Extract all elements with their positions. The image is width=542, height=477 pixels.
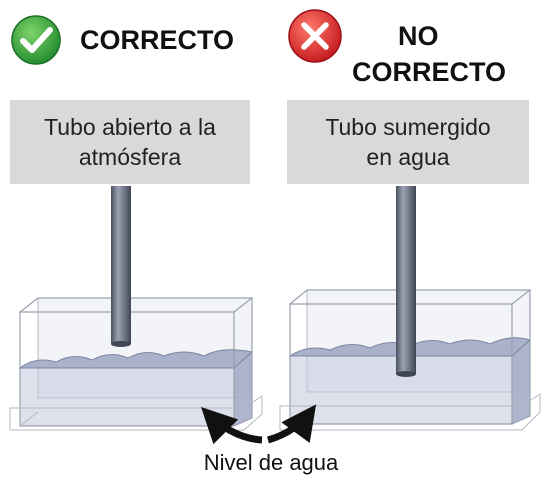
water-level-label: Nivel de agua [203, 450, 339, 475]
open-tube [111, 186, 131, 344]
submerged-tube [396, 186, 416, 374]
correct-status: CORRECTO [10, 14, 234, 66]
x-circle-icon [288, 9, 342, 63]
correct-label: CORRECTO [80, 25, 235, 55]
incorrect-caption: Tubo sumergido en agua [287, 100, 529, 184]
incorrect-label-line1: NO [398, 21, 439, 51]
correct-caption: Tubo abierto a la atmósfera [10, 100, 250, 184]
left-water-surface [18, 349, 254, 369]
left-tank [9, 186, 263, 431]
incorrect-caption-line2: en agua [366, 144, 450, 170]
correct-caption-line2: atmósfera [78, 144, 182, 170]
incorrect-label-line2: CORRECTO [352, 57, 507, 87]
check-circle-icon [11, 15, 61, 65]
right-arrow [266, 404, 317, 444]
correct-caption-line1: Tubo abierto a la [44, 114, 216, 140]
left-arrow [201, 407, 263, 445]
right-tank [279, 186, 541, 431]
diagram-scene [9, 186, 541, 445]
incorrect-caption-line1: Tubo sumergido [325, 114, 491, 140]
